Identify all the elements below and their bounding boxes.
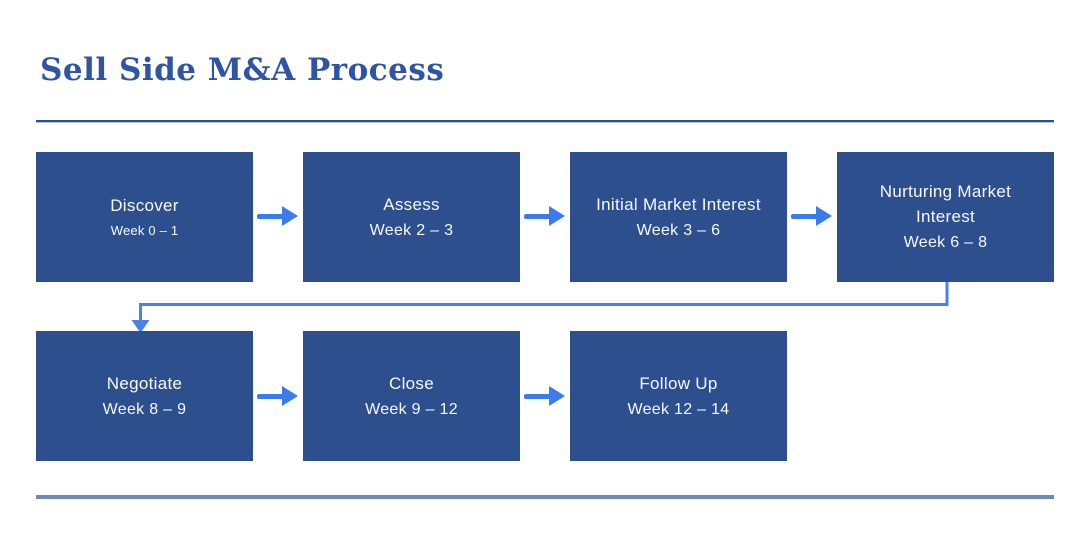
process-step-initial-market-interest: Initial Market Interest Week 3 – 6 (570, 152, 787, 282)
step-label: Close (389, 373, 434, 393)
step-label: Follow Up (639, 373, 718, 393)
step-weeks: Week 0 – 1 (110, 223, 179, 238)
flow-arrow-icon (524, 206, 565, 226)
process-step-close: Close Week 9 – 12 (303, 331, 520, 461)
process-step-follow-up: Follow Up Week 12 – 14 (570, 331, 787, 461)
step-weeks: Week 2 – 3 (369, 221, 454, 239)
step-weeks: Week 8 – 9 (102, 400, 187, 418)
step-weeks: Week 12 – 14 (627, 400, 730, 418)
footer-divider (36, 495, 1054, 499)
header-divider (36, 120, 1054, 122)
flow-arrow-icon (791, 206, 832, 226)
step-label: Initial Market Interest (596, 194, 761, 214)
process-step-nurturing-market-interest: Nurturing Market Interest Week 6 – 8 (837, 152, 1054, 282)
page-title: Sell Side M&A Process (40, 52, 445, 88)
step-label: Nurturing Market Interest (879, 182, 1012, 226)
step-label: Discover (110, 196, 179, 215)
step-weeks: Week 9 – 12 (365, 400, 458, 418)
step-label: Negotiate (106, 373, 183, 393)
flow-arrow-icon (257, 386, 298, 406)
process-step-assess: Assess Week 2 – 3 (303, 152, 520, 282)
step-weeks: Week 6 – 8 (903, 234, 988, 251)
process-step-negotiate: Negotiate Week 8 – 9 (36, 331, 253, 461)
step-weeks: Week 3 – 6 (636, 221, 721, 239)
flow-arrow-icon (524, 386, 565, 406)
step-label: Assess (383, 194, 440, 214)
flow-arrow-icon (257, 206, 298, 226)
process-step-discover: Discover Week 0 – 1 (36, 152, 253, 282)
